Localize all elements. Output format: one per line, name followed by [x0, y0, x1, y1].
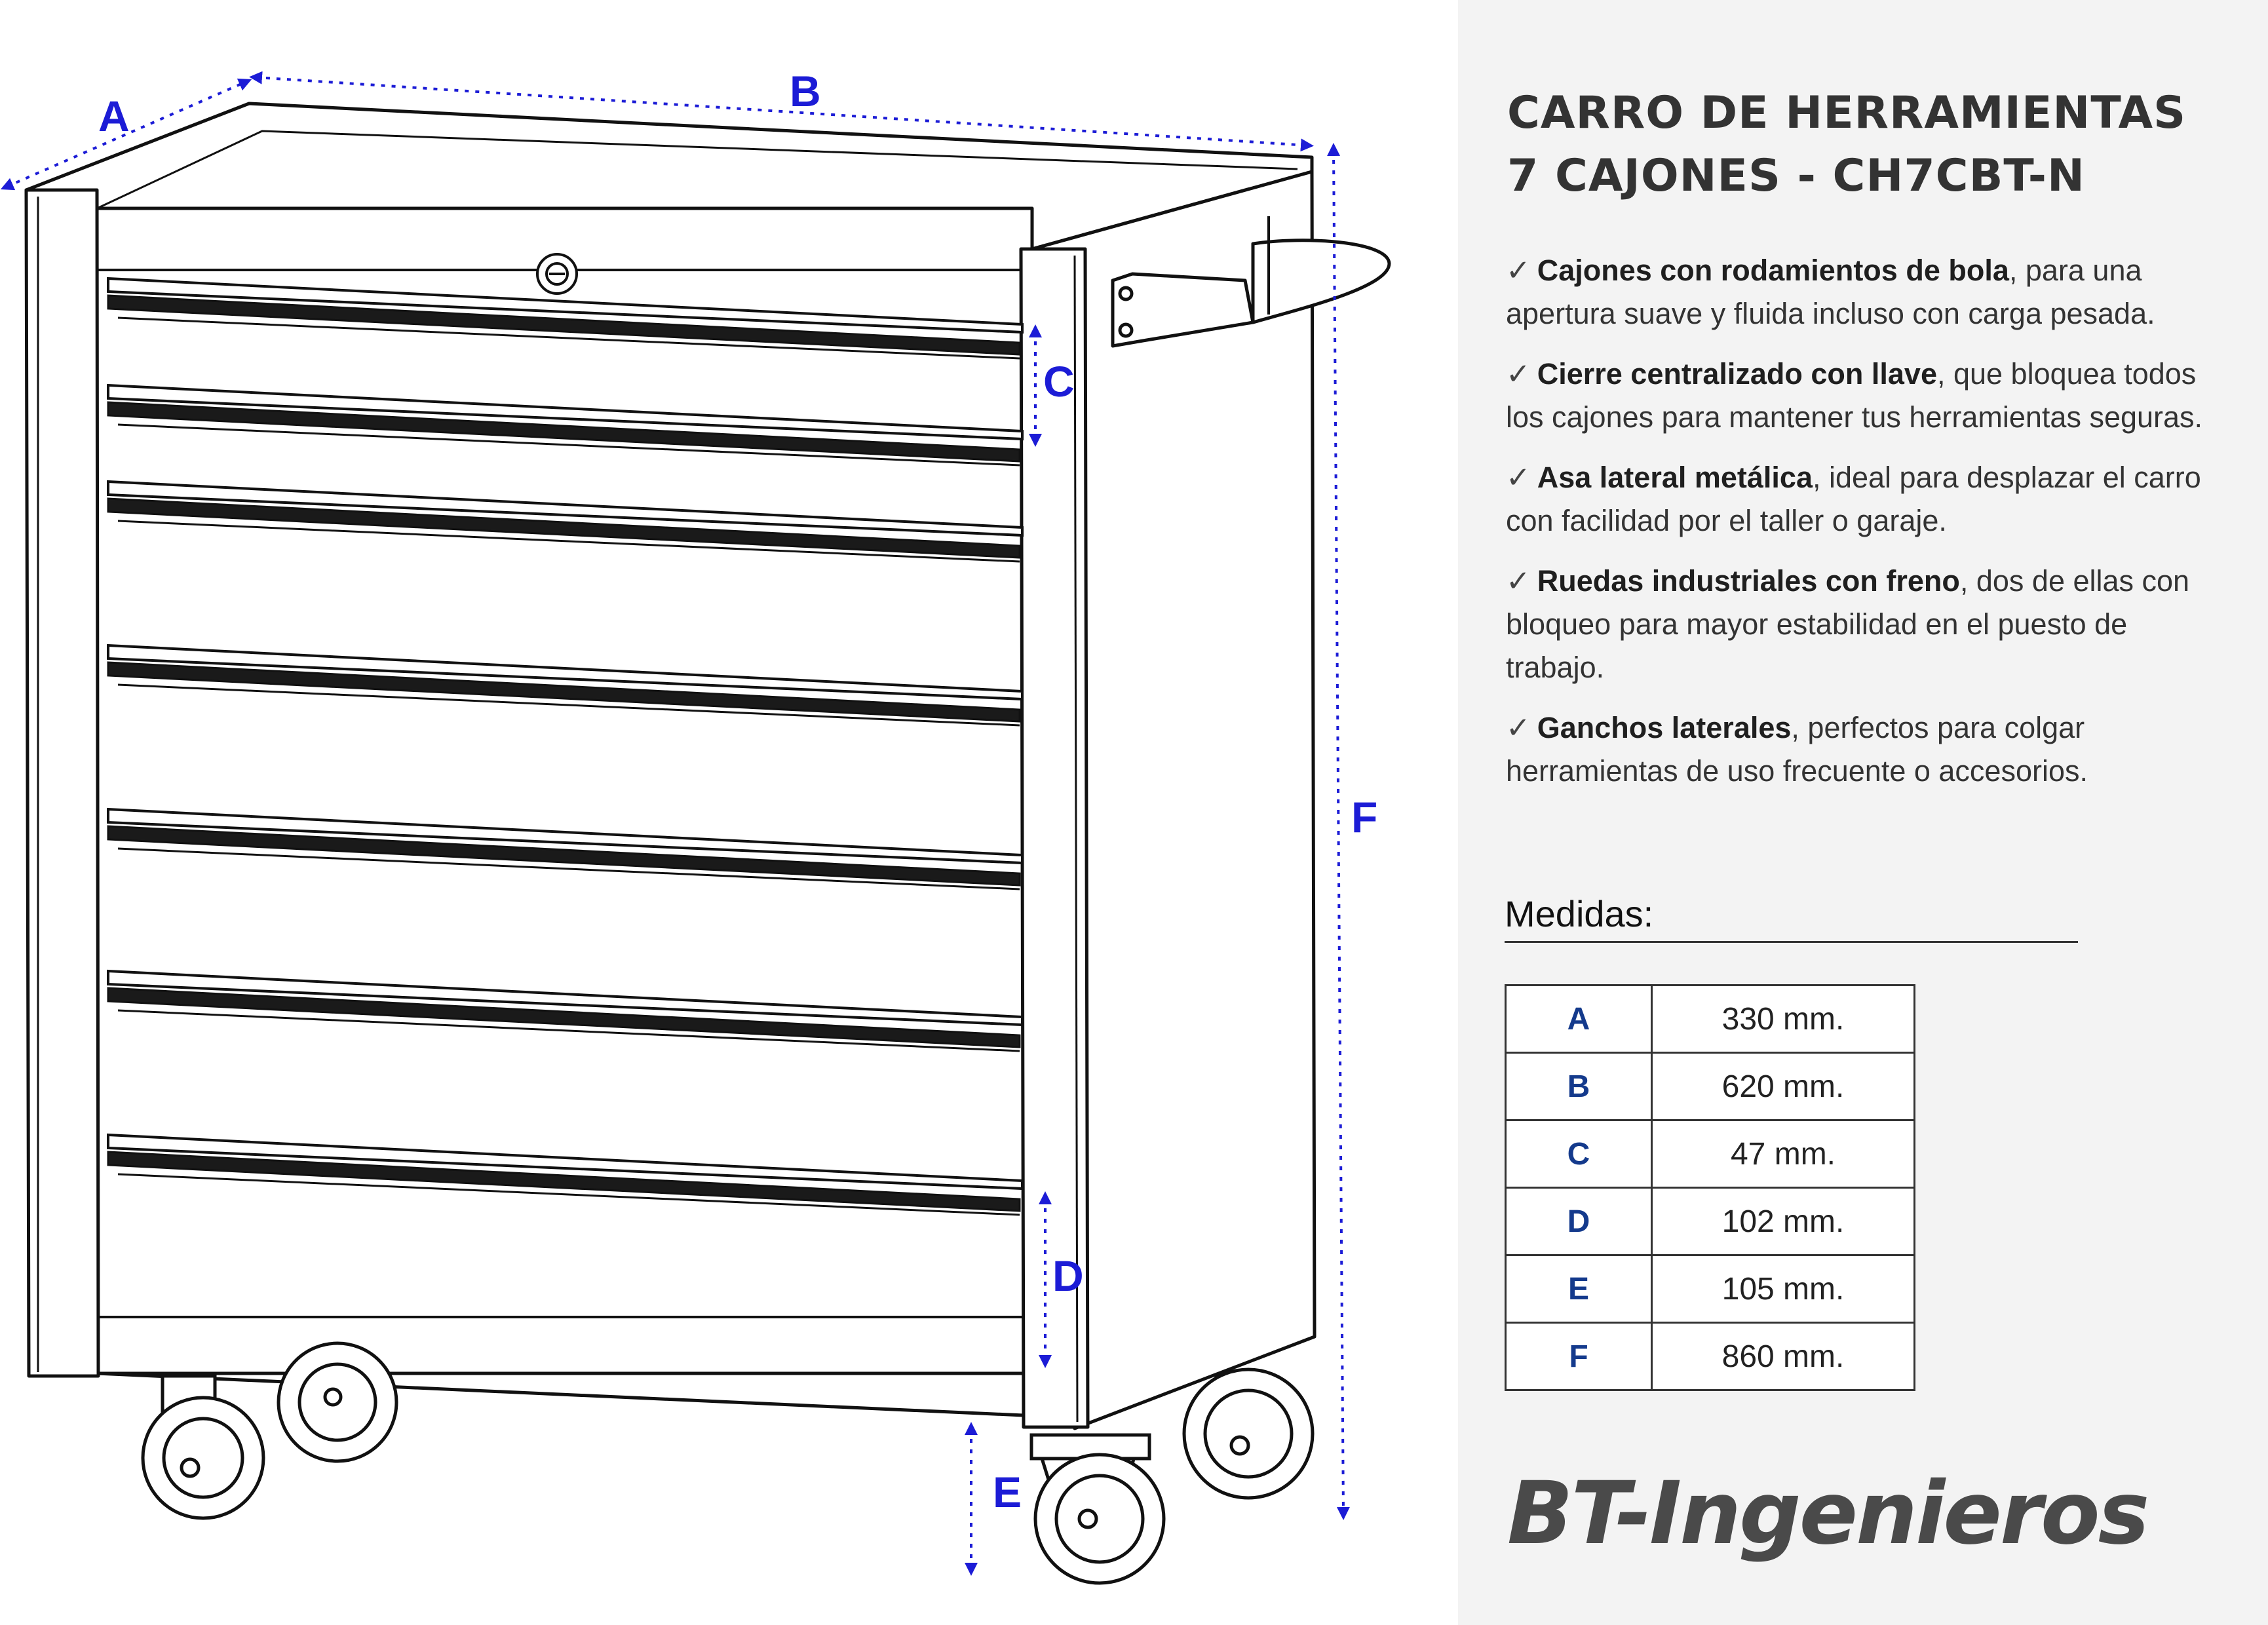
drawer-front [107, 807, 1024, 865]
feature-item: ✓Ganchos laterales, perfectos para colga… [1506, 711, 2088, 788]
drawer-edge [117, 423, 1020, 467]
side-handle-icon [1111, 216, 1391, 348]
drawer-edge [117, 520, 1020, 563]
drawer-edge [117, 683, 1020, 727]
drawer-front [107, 277, 1024, 334]
measure-key: C [1505, 1119, 1653, 1189]
drawer-edge [117, 1173, 1020, 1216]
drawer-edge [117, 316, 1020, 360]
dimension-f-line [1327, 143, 1350, 1520]
product-title: CARRO DE HERRAMIENTAS 7 CAJONES - CH7CBT… [1507, 82, 2186, 208]
dimension-lines [0, 71, 1350, 1576]
measure-key: D [1505, 1187, 1653, 1256]
measure-value: 620 mm. [1651, 1052, 1915, 1121]
drawer-stack [107, 277, 1024, 1216]
feature-list: ✓Cajones con rodamientos de bola, para u… [1506, 249, 2227, 810]
drawer-front [107, 480, 1024, 537]
measure-value: 102 mm. [1651, 1187, 1915, 1256]
feature-item: ✓Asa lateral metálica, ideal para despla… [1506, 461, 2201, 537]
measures-heading: Medidas: [1505, 893, 1654, 934]
caster-wheel-rear-right [1182, 1367, 1315, 1500]
feature-item: ✓Cajones con rodamientos de bola, para u… [1506, 254, 2155, 330]
measure-value: 860 mm. [1651, 1322, 1915, 1391]
caster-wheel-front-right [1029, 1433, 1166, 1585]
drawer-handle [107, 987, 1021, 1048]
caster-wheels [141, 1341, 1315, 1585]
dimension-c-label: C [1043, 357, 1075, 406]
measure-key: E [1505, 1254, 1653, 1324]
drawer-edge [117, 847, 1020, 890]
checkmark-icon: ✓ [1506, 711, 1531, 744]
tool-cart-drawing: A B C D E F [0, 67, 1391, 1585]
product-title-line-2: 7 CAJONES - CH7CBT-N [1507, 150, 2085, 202]
brand-logo: BT-Ingenieros [1507, 1463, 2149, 1564]
lock-icon [536, 253, 578, 295]
caster-wheel-rear-left [277, 1341, 398, 1463]
measure-key: B [1505, 1052, 1653, 1121]
drawer-front [107, 1133, 1024, 1191]
dimension-a-label: A [98, 92, 130, 140]
drawer-handle [107, 497, 1021, 559]
measure-key: A [1505, 984, 1653, 1054]
drawer-handle [107, 294, 1021, 356]
drawer-front [107, 643, 1024, 701]
measure-value: 105 mm. [1651, 1254, 1915, 1324]
dimension-e-label: E [993, 1468, 1022, 1516]
checkmark-icon: ✓ [1506, 564, 1531, 598]
measure-key: F [1505, 1322, 1653, 1391]
feature-item: ✓Ruedas industriales con freno, dos de e… [1506, 564, 2190, 684]
checkmark-icon: ✓ [1506, 461, 1531, 494]
drawer-handle [107, 825, 1021, 887]
dimension-a-line [0, 78, 252, 191]
caster-wheel-front-left [141, 1374, 265, 1520]
dimension-b-line [249, 71, 1314, 152]
product-title-line-1: CARRO DE HERRAMIENTAS [1507, 87, 2187, 139]
drawer-handle [107, 1151, 1021, 1212]
drawer-edge [117, 1009, 1020, 1052]
checkmark-icon: ✓ [1506, 357, 1531, 391]
drawer-handle [107, 661, 1021, 723]
dimension-f-label: F [1351, 793, 1377, 841]
feature-item: ✓Cierre centralizado con llave, que bloq… [1506, 357, 2203, 434]
drawer-front [107, 969, 1024, 1027]
drawer-front [107, 383, 1024, 441]
checkmark-icon: ✓ [1506, 254, 1531, 287]
dimension-d-label: D [1052, 1252, 1084, 1300]
measures-divider [1505, 941, 2078, 943]
drawer-handle [107, 401, 1021, 463]
measure-value: 330 mm. [1651, 984, 1915, 1054]
measure-value: 47 mm. [1651, 1119, 1915, 1189]
dimension-b-label: B [790, 67, 821, 115]
